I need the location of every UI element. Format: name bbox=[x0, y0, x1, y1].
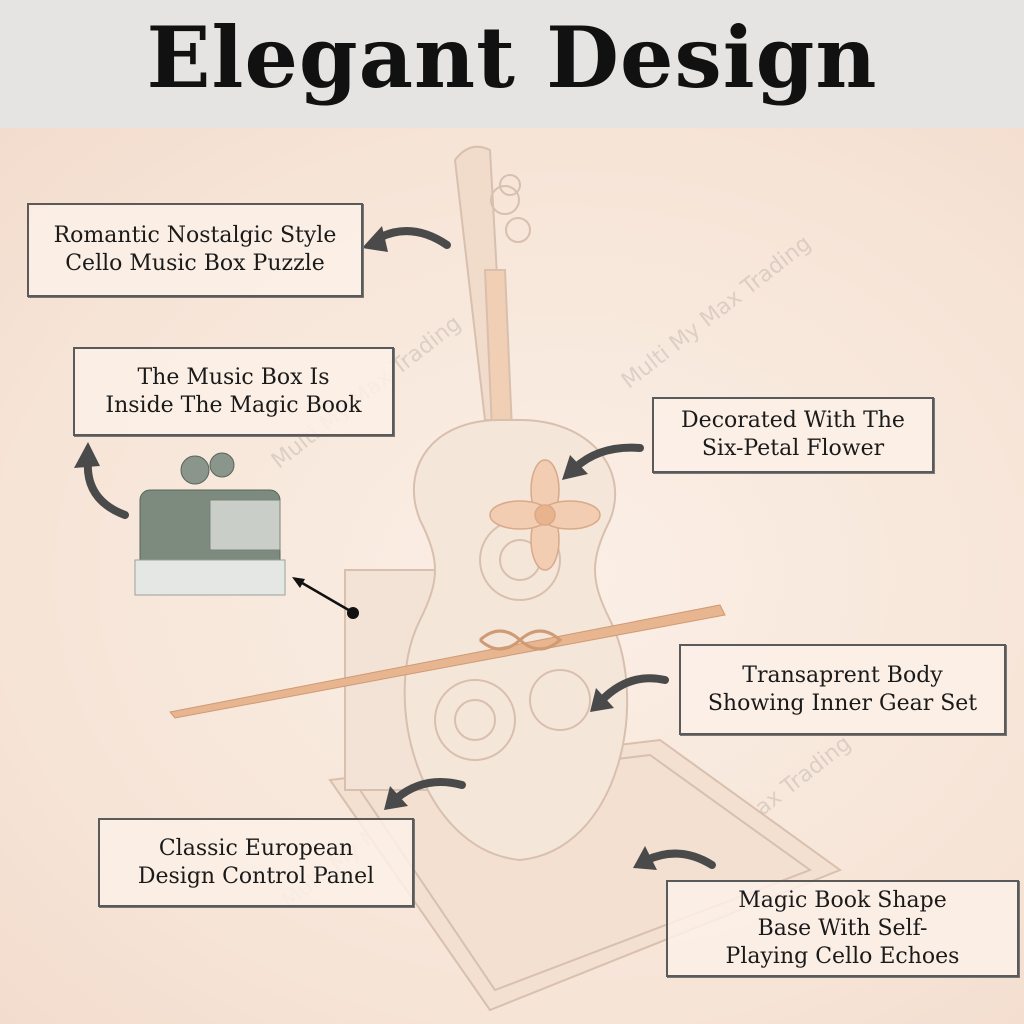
music-box-mechanism bbox=[134, 452, 286, 596]
callout-control-panel: Classic European Design Control Panel bbox=[98, 818, 414, 907]
callout-music-box: The Music Box Is Inside The Magic Book bbox=[73, 347, 394, 436]
header-band: Elegant Design bbox=[0, 0, 1024, 128]
callout-book-base: Magic Book Shape Base With Self- Playing… bbox=[666, 880, 1019, 977]
arrow-icons bbox=[83, 227, 716, 869]
callout-flower: Decorated With The Six-Petal Flower bbox=[652, 397, 934, 473]
flower-icon bbox=[489, 459, 601, 571]
page-title: Elegant Design bbox=[146, 8, 878, 107]
callout-transparent-body: Transaprent Body Showing Inner Gear Set bbox=[679, 644, 1006, 735]
callout-cello-style: Romantic Nostalgic Style Cello Music Box… bbox=[27, 203, 363, 297]
